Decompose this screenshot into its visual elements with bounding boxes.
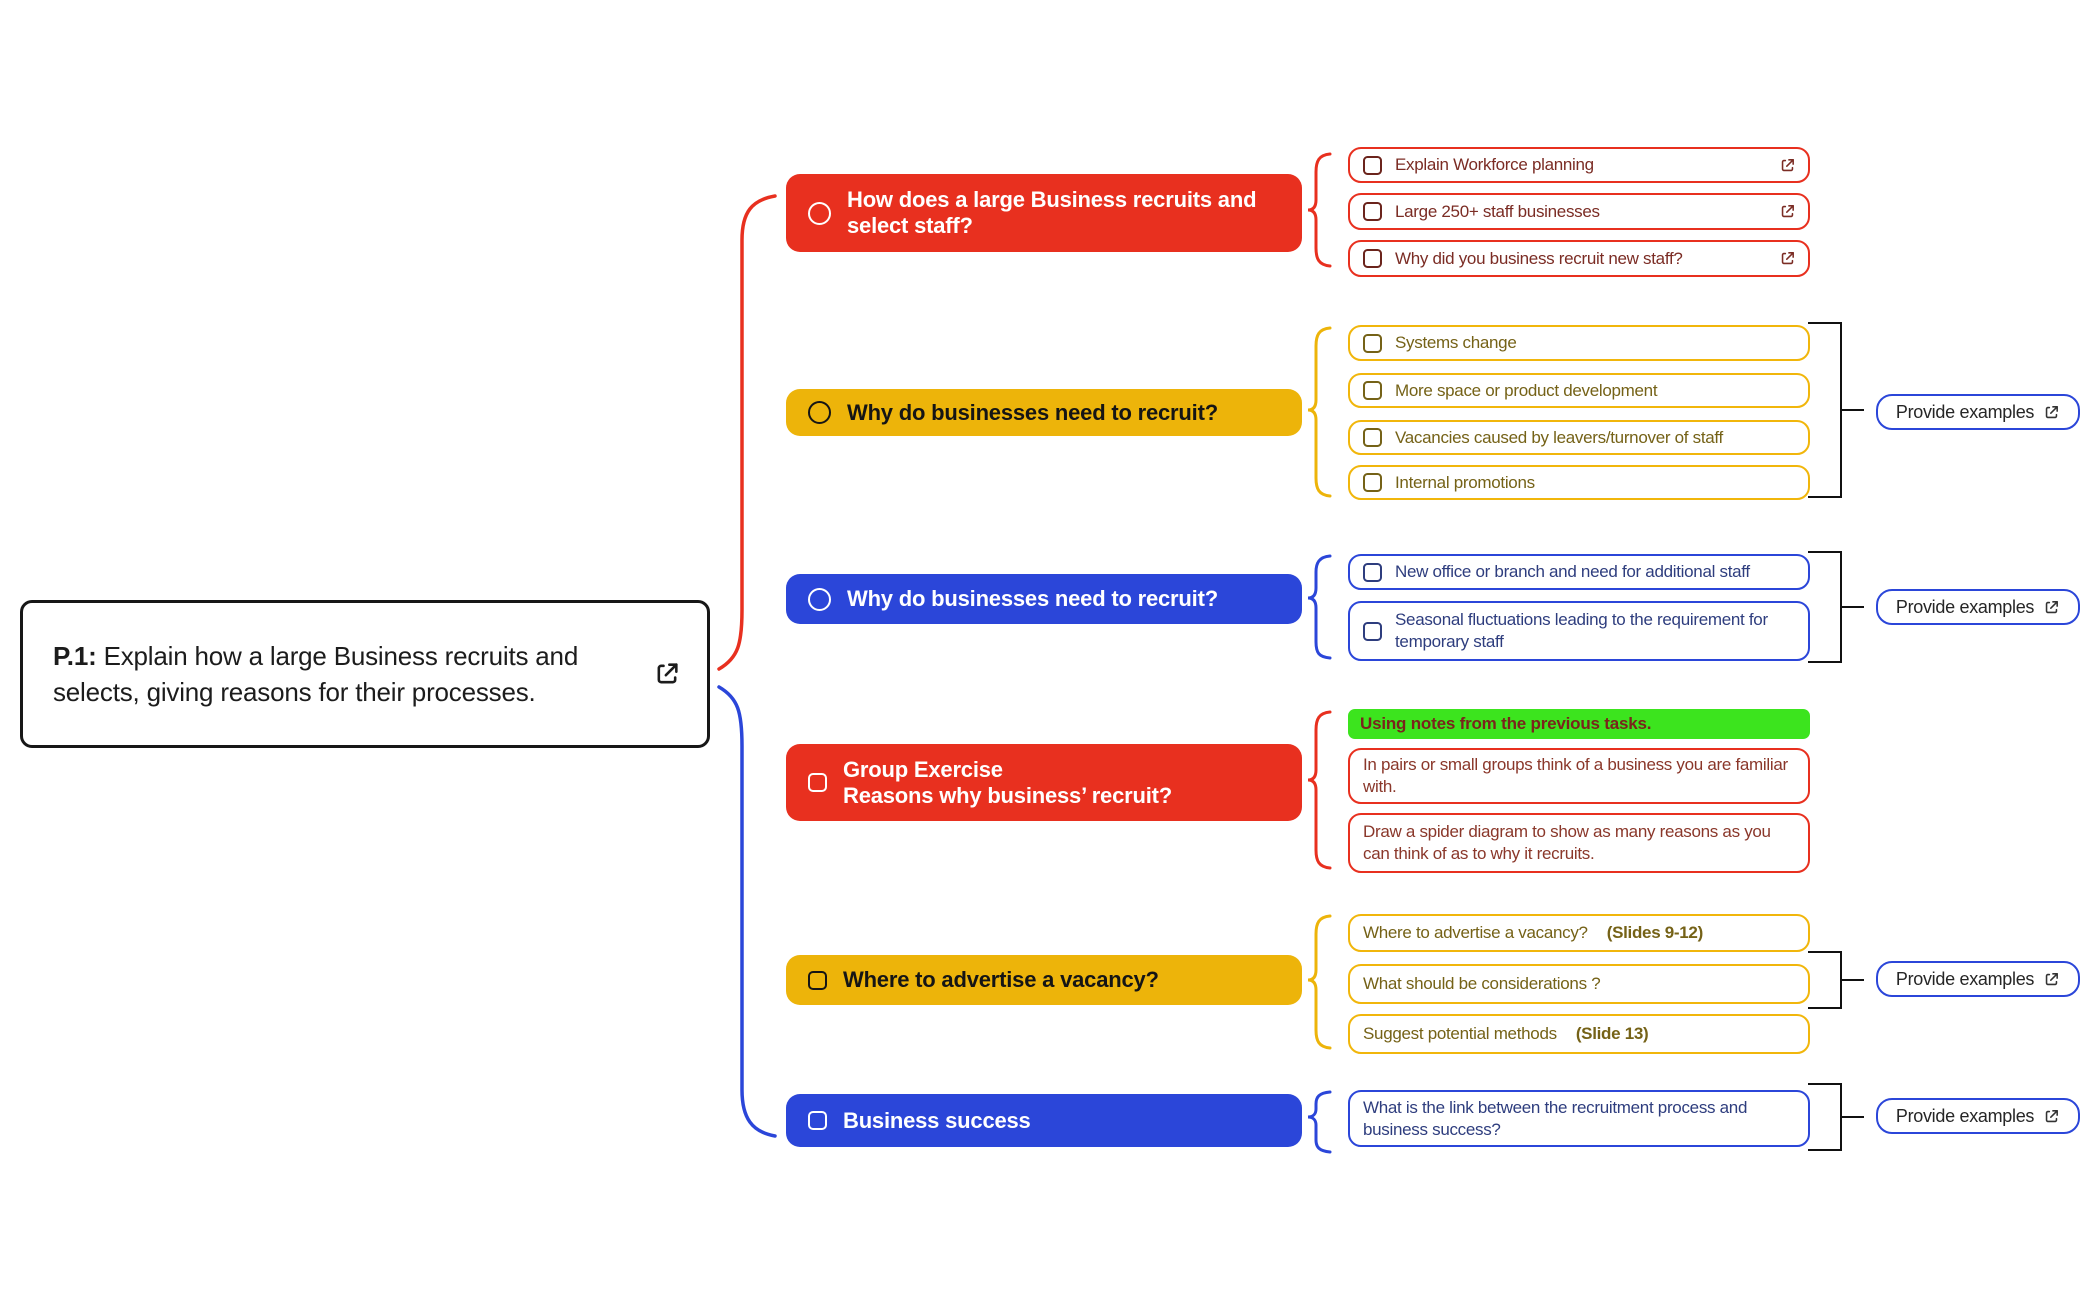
branch-label: Why do businesses need to recruit? <box>847 586 1218 611</box>
child-item-text: Large 250+ staff businesses <box>1395 201 1600 221</box>
checkbox-icon[interactable] <box>1363 473 1382 492</box>
bracket-group2 <box>1808 322 1842 498</box>
child-item-text: Using notes from the previous tasks. <box>1360 714 1652 733</box>
branch-label: Group Exercise Reasons why business’ rec… <box>843 757 1172 809</box>
branch-node-group-exercise[interactable]: Group Exercise Reasons why business’ rec… <box>786 744 1302 821</box>
branch-label: How does a large Business recruits and s… <box>847 187 1257 238</box>
child-item-text: Where to advertise a vacancy? <box>1363 923 1588 942</box>
bracket-group6 <box>1808 1083 1842 1151</box>
root-topic-prefix: P.1: <box>53 641 97 671</box>
child-item-pairs-small-groups[interactable]: In pairs or small groups think of a busi… <box>1348 748 1810 804</box>
child-item-text: Vacancies caused by leavers/turnover of … <box>1395 427 1723 447</box>
branch-node-how-large-business-recruits[interactable]: How does a large Business recruits and s… <box>786 174 1302 252</box>
child-item-where-advertise-slides[interactable]: Where to advertise a vacancy? (Slides 9-… <box>1348 914 1810 952</box>
checkbox-icon[interactable] <box>1363 155 1382 175</box>
child-item-why-recruit-new-staff[interactable]: Why did you business recruit new staff? <box>1348 240 1810 277</box>
provide-examples-button-4[interactable]: Provide examples <box>1876 1098 2080 1134</box>
provide-examples-label: Provide examples <box>1895 968 2035 989</box>
checkbox-icon[interactable] <box>1363 249 1382 268</box>
child-item-text: Draw a spider diagram to show as many re… <box>1363 822 1771 863</box>
checkbox-icon[interactable] <box>1363 333 1382 353</box>
branch-label: Why do businesses need to recruit? <box>847 399 1218 425</box>
external-link-icon <box>2045 600 2059 613</box>
child-item-new-office[interactable]: New office or branch and need for additi… <box>1348 554 1810 590</box>
child-item-text: Explain Workforce planning <box>1395 155 1594 174</box>
brace-group2 <box>1307 326 1332 498</box>
checkbox-icon <box>808 1111 827 1130</box>
branch-label: Where to advertise a vacancy? <box>843 967 1159 992</box>
root-topic-text: P.1: Explain how a large Business recrui… <box>53 638 605 710</box>
root-brace-top <box>717 194 777 671</box>
bracket-tick-group3 <box>1842 606 1864 608</box>
bracket-tick-group5 <box>1842 979 1864 981</box>
child-item-using-notes-highlight[interactable]: Using notes from the previous tasks. <box>1348 709 1810 739</box>
child-item-text: More space or product development <box>1395 380 1658 400</box>
child-item-text: In pairs or small groups think of a busi… <box>1363 755 1788 796</box>
child-item-text: What should be considerations ? <box>1363 974 1601 993</box>
branch-node-business-success[interactable]: Business success <box>786 1094 1302 1147</box>
external-link-icon[interactable] <box>653 660 681 688</box>
circle-icon <box>808 401 831 424</box>
branch-label-line2: Reasons why business’ recruit? <box>843 782 1173 808</box>
brace-group6 <box>1307 1090 1332 1154</box>
child-item-more-space[interactable]: More space or product development <box>1348 373 1810 408</box>
external-link-icon <box>2045 1109 2059 1122</box>
child-item-vacancies-leavers[interactable]: Vacancies caused by leavers/turnover of … <box>1348 420 1810 455</box>
bracket-group3 <box>1808 551 1842 663</box>
provide-examples-button-2[interactable]: Provide examples <box>1876 589 2080 625</box>
child-item-systems-change[interactable]: Systems change <box>1348 325 1810 361</box>
brace-group3 <box>1307 554 1332 660</box>
child-item-large-250-staff[interactable]: Large 250+ staff businesses <box>1348 193 1810 230</box>
external-link-icon[interactable] <box>1779 157 1796 174</box>
provide-examples-label: Provide examples <box>1895 1105 2035 1126</box>
child-item-text: New office or branch and need for additi… <box>1395 562 1750 581</box>
child-item-seasonal-fluctuations[interactable]: Seasonal fluctuations leading to the req… <box>1348 601 1810 661</box>
external-link-icon[interactable] <box>1779 250 1796 267</box>
child-item-suggest-methods[interactable]: Suggest potential methods (Slide 13) <box>1348 1014 1810 1054</box>
child-item-considerations[interactable]: What should be considerations ? <box>1348 964 1810 1004</box>
child-item-slides-ref: (Slides 9-12) <box>1606 923 1704 942</box>
child-item-text: Why did you business recruit new staff? <box>1395 248 1683 268</box>
external-link-icon <box>2045 972 2059 985</box>
child-item-text: What is the link between the recruitment… <box>1363 1097 1748 1139</box>
child-item-slides-ref: (Slide 13) <box>1575 1024 1649 1043</box>
child-item-spider-diagram[interactable]: Draw a spider diagram to show as many re… <box>1348 813 1810 873</box>
branch-node-why-recruit-gold[interactable]: Why do businesses need to recruit? <box>786 389 1302 436</box>
branch-label-line1: Group Exercise <box>843 756 1003 782</box>
root-topic-body: Explain how a large Business recruits an… <box>53 641 579 707</box>
circle-icon <box>808 201 831 225</box>
child-item-explain-workforce-planning[interactable]: Explain Workforce planning <box>1348 147 1810 183</box>
provide-examples-button-3[interactable]: Provide examples <box>1876 961 2080 997</box>
child-item-internal-promotions[interactable]: Internal promotions <box>1348 465 1810 500</box>
checkbox-icon[interactable] <box>1363 621 1382 641</box>
root-brace-bottom <box>717 685 777 1138</box>
child-item-link-recruitment-success[interactable]: What is the link between the recruitment… <box>1348 1090 1810 1147</box>
root-topic-node[interactable]: P.1: Explain how a large Business recrui… <box>20 600 710 748</box>
external-link-icon <box>2045 405 2059 418</box>
provide-examples-label: Provide examples <box>1895 596 2035 617</box>
checkbox-icon <box>808 970 827 990</box>
bracket-tick-group6 <box>1842 1116 1864 1118</box>
checkbox-icon <box>808 773 827 792</box>
checkbox-icon[interactable] <box>1363 562 1382 582</box>
child-item-text: Systems change <box>1395 333 1517 352</box>
child-item-text: Suggest potential methods <box>1363 1024 1557 1043</box>
brace-group4 <box>1307 710 1332 870</box>
branch-node-why-recruit-blue[interactable]: Why do businesses need to recruit? <box>786 574 1302 624</box>
checkbox-icon[interactable] <box>1363 428 1382 447</box>
branch-node-where-to-advertise[interactable]: Where to advertise a vacancy? <box>786 955 1302 1005</box>
bracket-group5 <box>1808 951 1842 1009</box>
bracket-tick-group2 <box>1842 409 1864 411</box>
child-item-text: Seasonal fluctuations leading to the req… <box>1395 610 1768 651</box>
brace-group1 <box>1307 152 1332 268</box>
circle-icon <box>808 587 831 611</box>
checkbox-icon[interactable] <box>1363 202 1382 221</box>
branch-label: Business success <box>843 1107 1031 1133</box>
brace-group5 <box>1307 914 1332 1050</box>
provide-examples-label: Provide examples <box>1895 401 2035 422</box>
external-link-icon[interactable] <box>1779 203 1796 220</box>
checkbox-icon[interactable] <box>1363 381 1382 400</box>
provide-examples-button-1[interactable]: Provide examples <box>1876 394 2080 430</box>
child-item-text: Internal promotions <box>1395 472 1535 492</box>
